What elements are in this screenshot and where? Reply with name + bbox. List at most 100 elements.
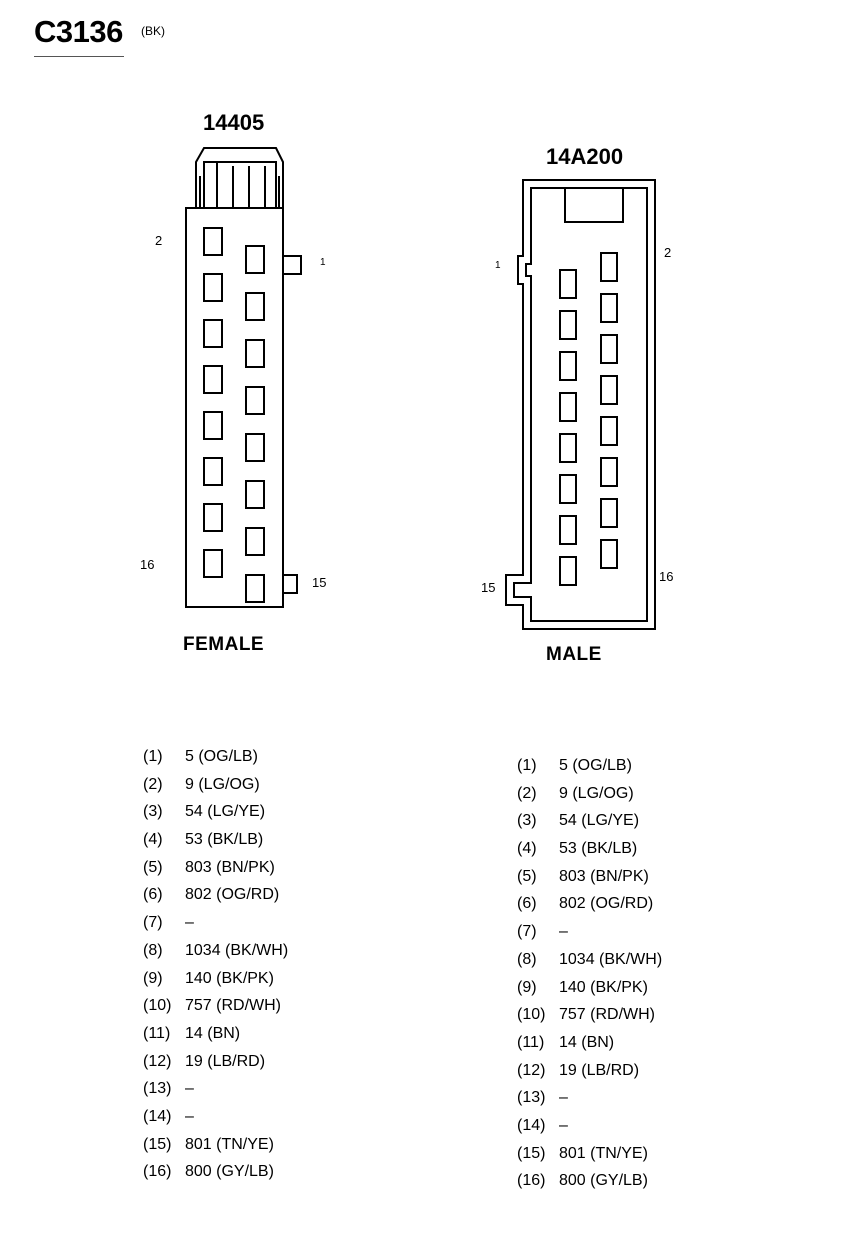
female-cavity [203, 503, 223, 532]
circuit-value: 802 (OG/RD) [559, 895, 654, 913]
female-cavity [245, 527, 265, 556]
female-connector-body [185, 147, 302, 608]
male-cavity [600, 334, 618, 364]
female-pin-label-2: 2 [155, 233, 163, 248]
male-cavity [600, 416, 618, 446]
circuit-value: 757 (RD/WH) [559, 1006, 656, 1024]
circuit-value: 14 (BN) [559, 1033, 615, 1051]
pin-number: (11) [143, 1024, 171, 1042]
male-cavity [600, 498, 618, 528]
male-latch [564, 187, 624, 223]
pin-number: (9) [517, 978, 537, 996]
male-cavity [559, 269, 577, 299]
pin-number: (11) [517, 1033, 545, 1051]
female-caption: FEMALE [183, 634, 265, 655]
pin-number: (6) [143, 886, 163, 904]
male-cavity [559, 433, 577, 463]
pin-number: (1) [517, 757, 537, 774]
pin-number: (6) [517, 895, 537, 913]
male-cavity [600, 293, 618, 323]
female-pin-row: (8)1034 (BK/WH) [143, 937, 288, 965]
pin-number: (13) [517, 1089, 546, 1107]
pin-number: (8) [143, 941, 163, 959]
male-pin-row: (4) 53 (BK/LB) [517, 835, 662, 863]
circuit-value: 803 (BN/PK) [559, 867, 649, 885]
female-pin-row: (11) 14 (BN) [143, 1020, 288, 1048]
male-pin-list: (1)5 (OG/LB)(2)9 (LG/OG)(3)54 (LG/YE)(4)… [517, 752, 662, 1195]
pin-number: (4) [143, 831, 163, 849]
male-pin-row: (7) – [517, 918, 662, 946]
male-cavity [559, 392, 577, 422]
circuit-value: 53 (BK/LB) [559, 840, 638, 858]
male-cavity [559, 310, 577, 340]
circuit-value: 54 (LG/YE) [185, 803, 266, 821]
female-cavities [203, 227, 265, 603]
circuit-value: – [559, 1089, 568, 1107]
pin-number: (7) [517, 923, 537, 941]
female-cavity [203, 365, 223, 394]
female-pin-row: (2)9 (LG/OG) [143, 771, 288, 799]
pin-number: (3) [143, 803, 163, 821]
female-cavity [203, 457, 223, 486]
female-pin-row: (4) 53 (BK/LB) [143, 826, 288, 854]
circuit-value: 54 (LG/YE) [559, 812, 640, 830]
circuit-value: 53 (BK/LB) [185, 831, 264, 849]
pin-number: (12) [517, 1061, 546, 1079]
male-pin-row: (9)140 (BK/PK) [517, 974, 662, 1002]
male-cavities [559, 252, 618, 586]
circuit-value: 801 (TN/YE) [185, 1135, 274, 1153]
circuit-value: 9 (LG/OG) [185, 775, 260, 793]
female-key-top [282, 255, 302, 275]
male-pin-label-15: 15 [481, 580, 496, 595]
male-pin-label-16: 16 [659, 569, 674, 584]
circuit-value: – [559, 923, 568, 941]
male-pin-row: (14)– [517, 1112, 662, 1140]
female-cavity [245, 339, 265, 368]
male-pin-row: (8)1034 (BK/WH) [517, 946, 662, 974]
male-pin-row: (3)54 (LG/YE) [517, 807, 662, 835]
title-underline [34, 56, 124, 57]
circuit-value: 803 (BN/PK) [185, 858, 275, 876]
circuit-value: 140 (BK/PK) [185, 969, 274, 987]
male-pin-row: (12) 19 (LB/RD) [517, 1057, 662, 1085]
female-cavity [203, 227, 223, 256]
circuit-value: 801 (TN/YE) [559, 1144, 648, 1162]
pin-number: (15) [517, 1144, 546, 1162]
circuit-value: – [559, 1116, 568, 1134]
circuit-value: 800 (GY/LB) [185, 1163, 274, 1181]
circuit-value: 19 (LB/RD) [559, 1061, 640, 1079]
female-cavity [245, 574, 265, 603]
female-pin-row: (6)802 (OG/RD) [143, 881, 288, 909]
female-pin-row: (3) 54 (LG/YE) [143, 798, 288, 826]
male-pin-row: (11) 14 (BN) [517, 1029, 662, 1057]
female-pin-row: (7)– [143, 909, 288, 937]
pin-number: (10) [517, 1006, 546, 1024]
male-cavity [600, 375, 618, 405]
male-cavity [559, 515, 577, 545]
male-cavity [559, 556, 577, 586]
circuit-value: 757 (RD/WH) [185, 997, 282, 1015]
female-cavity [203, 319, 223, 348]
male-pin-row: (1)5 (OG/LB) [517, 752, 662, 780]
male-connector-body [505, 179, 656, 630]
pin-number: (14) [517, 1116, 546, 1134]
male-part-number: 14A200 [546, 144, 624, 169]
female-pin-label-1: 1 [320, 257, 326, 268]
circuit-value: 19 (LB/RD) [185, 1052, 266, 1070]
female-pin-row: (13)– [143, 1075, 288, 1103]
circuit-value: 14 (BN) [185, 1024, 241, 1042]
male-pin-row: (13)– [517, 1084, 662, 1112]
pin-number: (4) [517, 840, 537, 858]
pin-number: (9) [143, 969, 163, 987]
female-part-number: 14405 [203, 110, 265, 135]
pin-number: (5) [517, 867, 537, 885]
female-pin-row: (10)757 (RD/WH) [143, 992, 288, 1020]
male-pin-row: (16)800 (GY/LB) [517, 1167, 662, 1195]
circuit-value: – [185, 1080, 194, 1098]
male-cavity [559, 474, 577, 504]
male-pin-row: (5) 803 (BN/PK) [517, 863, 662, 891]
female-pin-row: (1)5 (OG/LB) [143, 743, 288, 771]
male-caption: MALE [546, 644, 602, 665]
male-pin-label-1: 1 [495, 260, 501, 271]
